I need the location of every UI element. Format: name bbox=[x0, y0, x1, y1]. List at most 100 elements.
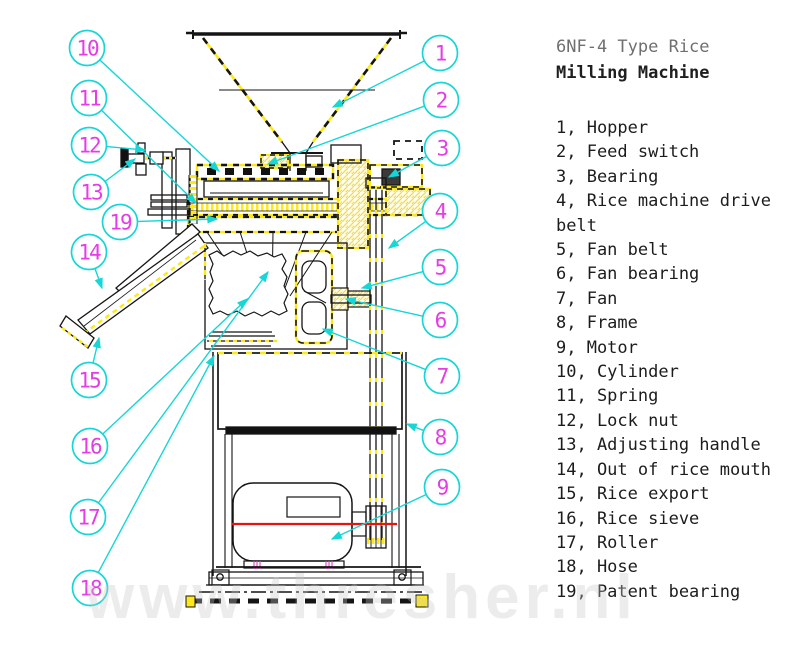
callout-number-5: 5 bbox=[435, 256, 446, 280]
callout-circle-7 bbox=[423, 357, 461, 395]
legend-title-line2: Milling Machine bbox=[556, 63, 710, 83]
legend-line: 10, Cylinder bbox=[556, 362, 679, 383]
callout-9: 9 bbox=[330, 468, 461, 540]
callout-circle-1 bbox=[421, 34, 459, 72]
leader-line-1 bbox=[331, 60, 425, 108]
callout-number-3: 3 bbox=[437, 137, 449, 161]
leader-line-4 bbox=[387, 220, 427, 249]
callout-circle-15 bbox=[70, 361, 108, 399]
callout-number-12: 12 bbox=[78, 134, 100, 158]
callout-circle-11 bbox=[70, 79, 108, 117]
callout-number-14: 14 bbox=[78, 241, 101, 265]
leader-line-15 bbox=[92, 336, 101, 364]
legend-line: 16, Rice sieve bbox=[556, 508, 700, 529]
callout-number-11: 11 bbox=[78, 87, 101, 111]
callout-circle-2 bbox=[422, 81, 460, 119]
callout-12: 12 bbox=[70, 126, 147, 164]
legend-line: 6, Fan bearing bbox=[556, 264, 700, 285]
callout-number-8: 8 bbox=[435, 426, 447, 450]
callout-circle-9 bbox=[423, 468, 461, 506]
leader-line-7 bbox=[321, 328, 426, 371]
callout-number-19: 19 bbox=[109, 211, 132, 235]
callout-number-9: 9 bbox=[437, 476, 449, 500]
callout-circle-19 bbox=[101, 203, 139, 241]
callout-18: 18 bbox=[71, 354, 215, 607]
callout-number-1: 1 bbox=[435, 42, 447, 66]
legend-line: 11, Spring bbox=[556, 386, 659, 407]
legend-line: 15, Rice export bbox=[556, 484, 710, 505]
callout-number-17: 17 bbox=[77, 506, 100, 530]
callout-15: 15 bbox=[70, 336, 108, 399]
legend-line: 1, Hopper bbox=[556, 118, 649, 138]
callout-5: 5 bbox=[360, 248, 459, 290]
leader-line-9 bbox=[330, 493, 427, 540]
leader-line-2 bbox=[266, 105, 425, 165]
callout-3: 3 bbox=[387, 129, 461, 178]
callout-circle-16 bbox=[71, 427, 109, 465]
leader-line-6 bbox=[344, 297, 424, 317]
callout-number-16: 16 bbox=[79, 435, 102, 459]
callout-13: 13 bbox=[72, 158, 137, 211]
callout-number-15: 15 bbox=[78, 369, 100, 393]
callout-circle-8 bbox=[421, 418, 459, 456]
leader-line-16 bbox=[102, 298, 249, 435]
callout-number-10: 10 bbox=[76, 37, 99, 61]
callout-7: 7 bbox=[321, 328, 461, 395]
callout-8: 8 bbox=[405, 418, 459, 456]
callout-circle-18 bbox=[71, 569, 109, 607]
callout-circle-12 bbox=[70, 126, 108, 164]
callout-19: 19 bbox=[101, 203, 219, 241]
legend-panel: 6NF-4 Type Rice Milling Machine 1, Hoppe… bbox=[556, 34, 811, 604]
callout-2: 2 bbox=[266, 81, 460, 165]
legend-line: 17, Roller bbox=[556, 532, 659, 553]
callout-number-7: 7 bbox=[437, 365, 449, 389]
machine-line-art bbox=[59, 30, 432, 608]
legend-line: belt bbox=[556, 215, 597, 236]
leader-line-18 bbox=[97, 354, 215, 573]
leader-line-12 bbox=[106, 144, 147, 154]
legend-title-line1: 6NF-4 Type Rice bbox=[556, 37, 710, 57]
callout-number-18: 18 bbox=[79, 577, 102, 601]
callout-circle-6 bbox=[421, 301, 459, 339]
callout-circle-4 bbox=[421, 192, 459, 230]
callout-number-2: 2 bbox=[436, 89, 447, 113]
legend-line: 4, Rice machine drive bbox=[556, 191, 771, 212]
legend-line: 2, Feed switch bbox=[556, 142, 700, 163]
callout-circle-5 bbox=[421, 248, 459, 286]
callout-10: 10 bbox=[68, 29, 221, 172]
callout-circle-3 bbox=[423, 129, 461, 167]
callout-circle-14 bbox=[70, 233, 108, 271]
leader-line-5 bbox=[360, 270, 424, 290]
legend-line: 5, Fan belt bbox=[556, 240, 669, 261]
legend-line: 12, Lock nut bbox=[556, 410, 679, 431]
callout-1: 1 bbox=[331, 34, 459, 108]
callout-4: 4 bbox=[387, 192, 459, 249]
legend-line: 19, Patent bearing bbox=[556, 581, 741, 602]
callout-number-4: 4 bbox=[435, 200, 447, 224]
leader-line-10 bbox=[99, 59, 221, 172]
callout-circle-13 bbox=[72, 173, 110, 211]
leader-line-17 bbox=[97, 270, 269, 504]
callout-number-6: 6 bbox=[435, 309, 447, 333]
leader-line-19 bbox=[137, 215, 219, 224]
leader-line-8 bbox=[405, 423, 424, 432]
legend-line: 8, Frame bbox=[556, 313, 638, 334]
callout-number-13: 13 bbox=[80, 181, 103, 205]
leader-line-13 bbox=[104, 158, 137, 183]
leader-line-3 bbox=[387, 155, 427, 178]
callout-11: 11 bbox=[70, 79, 197, 204]
legend-line: 14, Out of rice mouth bbox=[556, 459, 771, 480]
callout-16: 16 bbox=[71, 298, 249, 465]
legend-line: 13, Adjusting handle bbox=[556, 435, 761, 456]
callout-circle-10 bbox=[68, 29, 106, 67]
legend-line: 18, Hose bbox=[556, 557, 638, 578]
leader-line-14 bbox=[94, 268, 103, 290]
callout-6: 6 bbox=[344, 297, 459, 339]
legend-line: 9, Motor bbox=[556, 337, 638, 358]
callout-17: 17 bbox=[69, 270, 269, 536]
legend-line: 7, Fan bbox=[556, 288, 618, 309]
